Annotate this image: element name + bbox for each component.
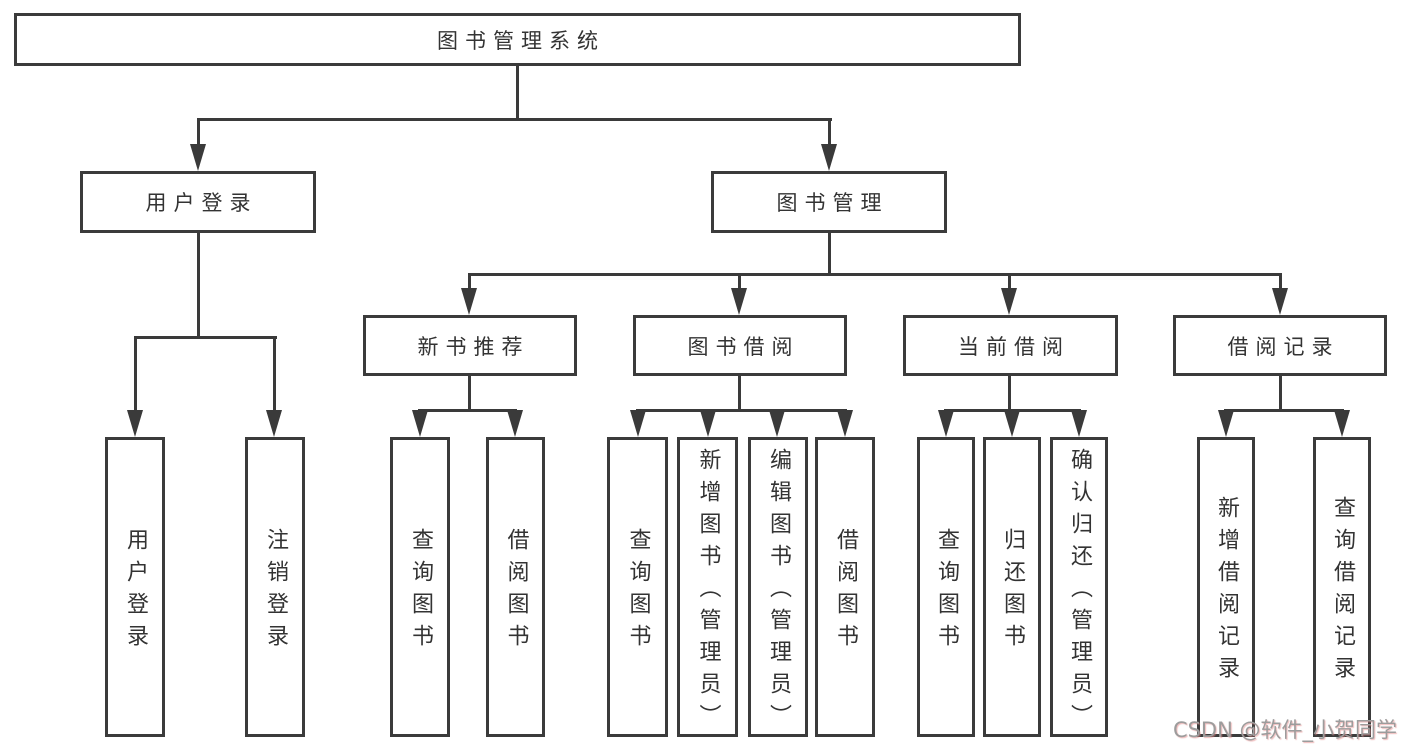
leaf-user-login: 用户登录 bbox=[105, 437, 165, 737]
leaf-nb-query-books-label: 查询图书 bbox=[408, 528, 433, 656]
leaf-nb-borrow-books-label: 借阅图书 bbox=[503, 528, 529, 656]
connector-current-stem bbox=[1008, 376, 1011, 409]
connector-drop-book-management bbox=[828, 121, 831, 147]
connector-records-hline bbox=[1224, 409, 1344, 412]
leaf-bb-query-books-label: 查询图书 bbox=[625, 528, 651, 656]
node-new-book-recommend-label: 新书推荐 bbox=[417, 334, 530, 359]
node-new-book-recommend: 新书推荐 bbox=[363, 315, 577, 376]
arrowhead-down-icon bbox=[1334, 410, 1350, 437]
arrowhead-down-icon bbox=[700, 410, 716, 437]
arrowhead-down-icon bbox=[1272, 288, 1288, 315]
arrowhead-down-icon bbox=[731, 288, 747, 315]
arrowhead-down-icon bbox=[821, 144, 837, 171]
leaf-nb-query-books: 查询图书 bbox=[390, 437, 450, 737]
arrowhead-down-icon bbox=[1004, 410, 1020, 437]
node-current-borrowing: 当前借阅 bbox=[903, 315, 1118, 376]
connector-drop-l3b bbox=[738, 276, 741, 290]
leaf-bb-edit-books: 编辑图书（管理员） bbox=[748, 437, 808, 737]
arrowhead-down-icon bbox=[127, 410, 143, 437]
connector-root-hline bbox=[197, 118, 832, 121]
leaf-br-query-record: 查询借阅记录 bbox=[1313, 437, 1371, 737]
arrowhead-down-icon bbox=[1071, 410, 1087, 437]
leaf-bb-borrow-books-label: 借阅图书 bbox=[833, 528, 858, 656]
node-book-management: 图书管理 bbox=[711, 171, 947, 233]
leaf-bb-query-books: 查询图书 bbox=[607, 437, 668, 737]
leaf-cb-query-books-label: 查询图书 bbox=[934, 528, 959, 656]
arrowhead-down-icon bbox=[461, 288, 477, 315]
node-borrowing-records-label: 借阅记录 bbox=[1227, 334, 1340, 359]
leaf-user-login-label: 用户登录 bbox=[123, 528, 148, 656]
arrowhead-down-icon bbox=[938, 410, 954, 437]
leaf-cb-query-books: 查询图书 bbox=[917, 437, 975, 737]
leaf-cb-confirm-return: 确认归还（管理员） bbox=[1050, 437, 1108, 737]
connector-bookmgmt-hline bbox=[468, 273, 1282, 276]
connector-drop-l3a bbox=[468, 276, 471, 290]
connector-newbook-stem bbox=[468, 376, 471, 409]
connector-drop-ul2 bbox=[273, 339, 276, 412]
leaf-bb-add-books: 新增图书（管理员） bbox=[677, 437, 738, 737]
node-user-login-label: 用户登录 bbox=[145, 191, 258, 215]
arrowhead-down-icon bbox=[1001, 288, 1017, 315]
connector-bookmgmt-stem bbox=[828, 233, 831, 273]
leaf-cb-confirm-return-label: 确认归还（管理员） bbox=[1067, 448, 1092, 736]
leaf-bb-borrow-books: 借阅图书 bbox=[815, 437, 875, 737]
arrowhead-down-icon bbox=[630, 410, 646, 437]
arrowhead-down-icon bbox=[190, 144, 206, 171]
connector-newbook-hline bbox=[418, 409, 517, 412]
arrowhead-down-icon bbox=[1218, 410, 1234, 437]
connector-drop-l3d bbox=[1279, 276, 1282, 290]
connector-root-stem bbox=[516, 66, 519, 120]
leaf-cb-return-books: 归还图书 bbox=[983, 437, 1041, 737]
leaf-br-add-record-label: 新增借阅记录 bbox=[1214, 496, 1239, 688]
arrowhead-down-icon bbox=[837, 410, 853, 437]
arrowhead-down-icon bbox=[266, 410, 282, 437]
connector-borrowing-stem bbox=[738, 376, 741, 409]
connector-userlogin-hline bbox=[134, 336, 277, 339]
arrowhead-down-icon bbox=[412, 410, 428, 437]
node-user-login: 用户登录 bbox=[80, 171, 316, 233]
connector-borrowing-hline bbox=[636, 409, 847, 412]
connector-records-stem bbox=[1279, 376, 1282, 409]
leaf-bb-edit-books-label: 编辑图书（管理员） bbox=[766, 448, 791, 736]
leaf-bb-add-books-label: 新增图书（管理员） bbox=[695, 448, 721, 736]
node-book-borrowing: 图书借阅 bbox=[633, 315, 847, 376]
leaf-br-add-record: 新增借阅记录 bbox=[1197, 437, 1255, 737]
arrowhead-down-icon bbox=[507, 410, 523, 437]
node-borrowing-records: 借阅记录 bbox=[1173, 315, 1387, 376]
node-root: 图书管理系统 bbox=[14, 13, 1021, 66]
node-current-borrowing-label: 当前借阅 bbox=[958, 334, 1070, 359]
leaf-nb-borrow-books: 借阅图书 bbox=[486, 437, 545, 737]
leaf-logout: 注销登录 bbox=[245, 437, 305, 737]
leaf-logout-label: 注销登录 bbox=[263, 528, 288, 656]
node-book-management-label: 图书管理 bbox=[776, 191, 889, 215]
connector-drop-user-login bbox=[197, 121, 200, 147]
watermark-text: CSDN @软件_小贺同学 bbox=[1172, 718, 1397, 742]
node-root-label: 图书管理系统 bbox=[437, 28, 605, 53]
connector-drop-l3c bbox=[1008, 276, 1011, 290]
leaf-cb-return-books-label: 归还图书 bbox=[1000, 528, 1025, 656]
arrowhead-down-icon bbox=[769, 410, 785, 437]
leaf-br-query-record-label: 查询借阅记录 bbox=[1330, 496, 1355, 688]
connector-userlogin-stem bbox=[197, 233, 200, 336]
connector-drop-ul1 bbox=[134, 339, 137, 412]
node-book-borrowing-label: 图书借阅 bbox=[687, 334, 800, 359]
